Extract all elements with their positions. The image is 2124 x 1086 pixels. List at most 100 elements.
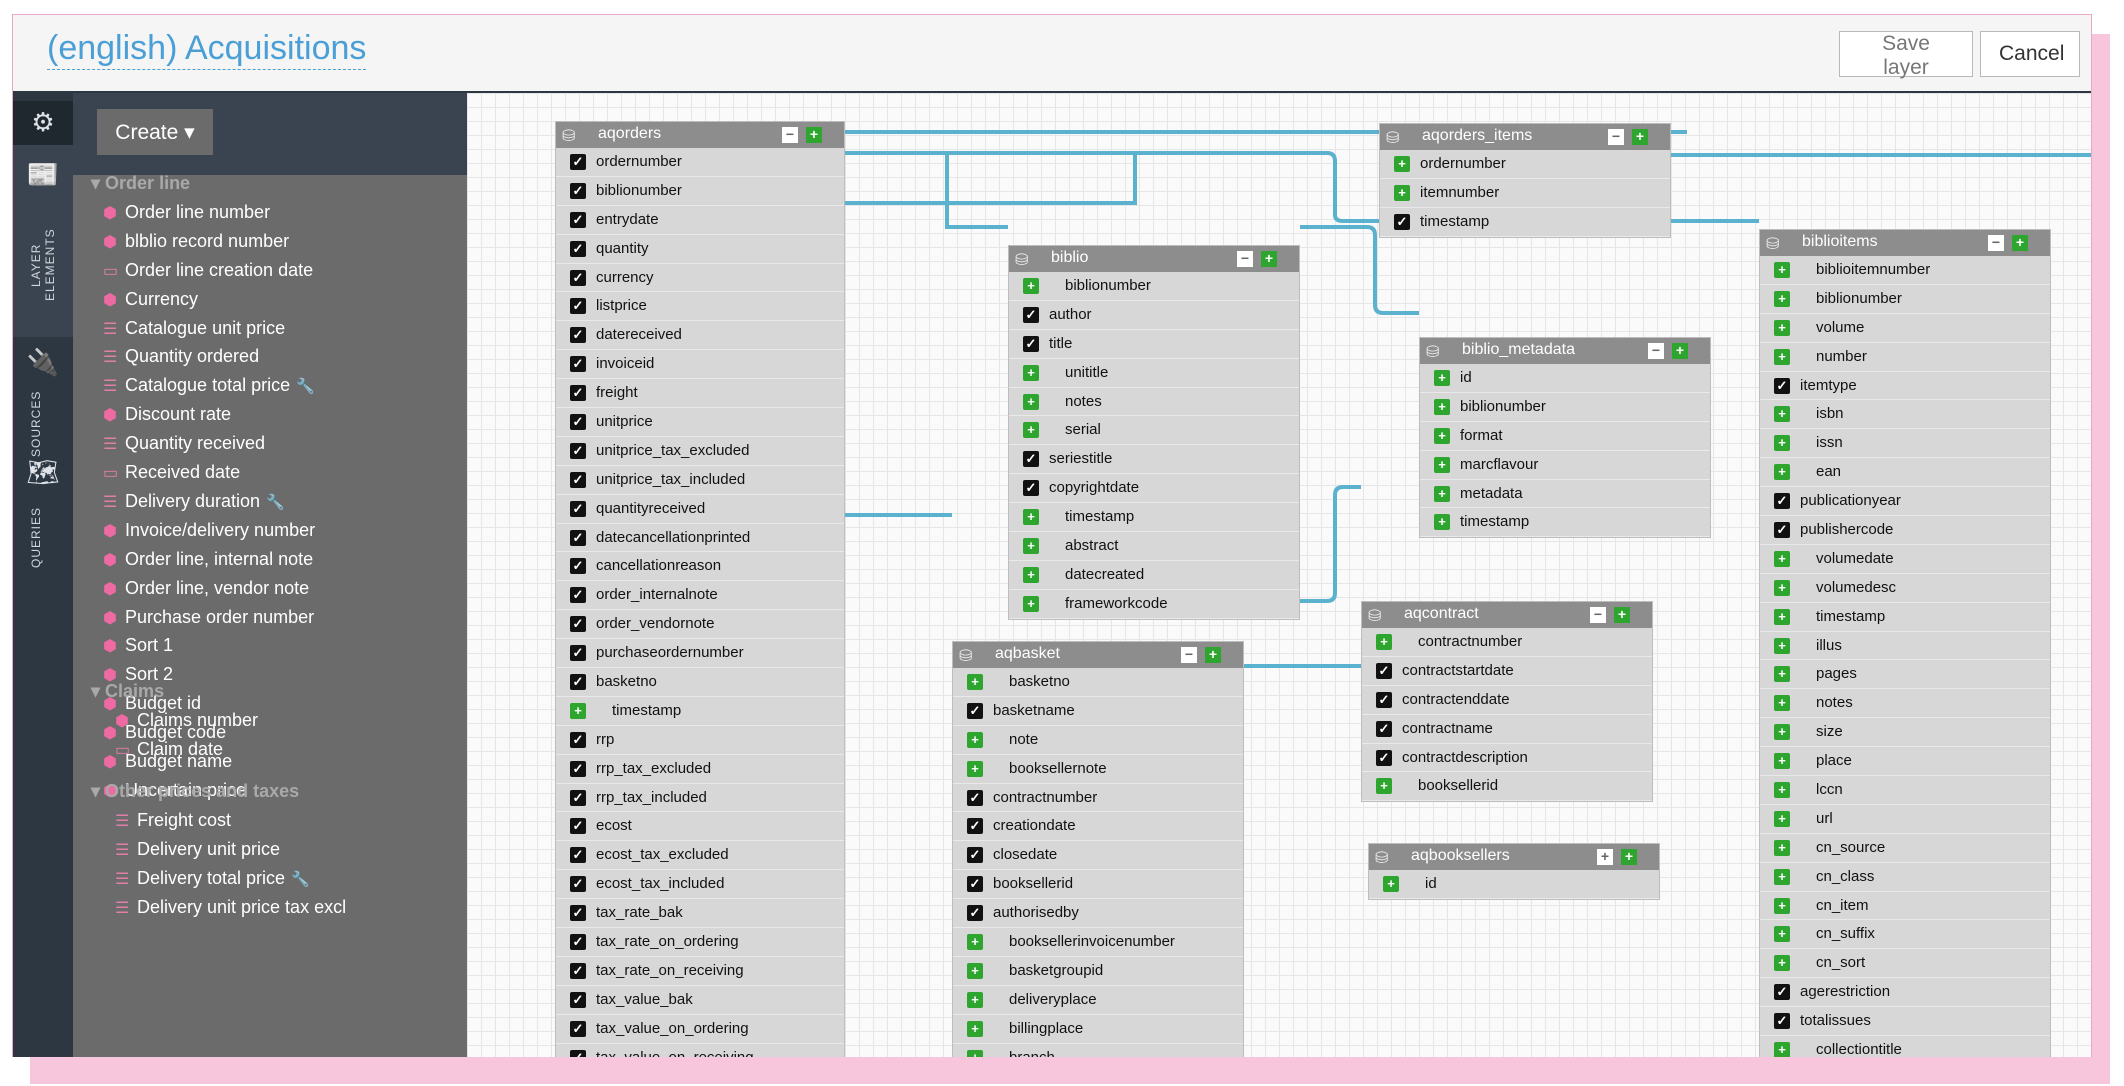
checked-checkbox[interactable]: ✓ (1394, 213, 1410, 230)
table-row[interactable]: +branch (953, 1044, 1243, 1057)
checked-checkbox[interactable]: ✓ (570, 760, 586, 777)
table-row[interactable]: ✓contractnumber (953, 784, 1243, 813)
table-row[interactable]: +volume (1760, 314, 2050, 343)
table-row[interactable]: ✓publicationyear (1760, 487, 2050, 517)
table-row[interactable]: +issn (1760, 429, 2050, 459)
tree-item[interactable]: ▭Claim date (115, 739, 223, 760)
table-row[interactable]: ✓tax_value_on_ordering (556, 1015, 844, 1044)
table-row[interactable]: ✓unitprice_tax_excluded (556, 437, 844, 466)
tree-item[interactable]: ☰Catalogue total price🔧 (103, 375, 315, 396)
tree-item[interactable]: ⬢Currency (103, 289, 198, 310)
add-field-button[interactable]: + (1434, 514, 1450, 531)
checked-checkbox[interactable]: ✓ (570, 616, 586, 633)
tree-section-header[interactable]: ▾ Other prices and taxes (91, 781, 299, 802)
add-field-button[interactable]: + (1376, 778, 1392, 795)
add-field-button[interactable]: + (1023, 393, 1039, 410)
table-row[interactable]: ✓tax_rate_bak (556, 899, 844, 929)
add-all-button[interactable]: + (1614, 607, 1630, 623)
table-header[interactable]: ⛁biblioitems−+ (1760, 230, 2050, 256)
table-row[interactable]: ✓copyrightdate (1009, 474, 1299, 504)
table-aqorders-items[interactable]: ⛁aqorders_items−++ordernumber+itemnumber… (1379, 123, 1671, 238)
table-row[interactable]: ✓ecost_tax_excluded (556, 841, 844, 871)
table-row[interactable]: +note (953, 726, 1243, 755)
checked-checkbox[interactable]: ✓ (1774, 522, 1790, 539)
table-row[interactable]: +biblionumber (1009, 272, 1299, 301)
table-header[interactable]: ⛁aqorders_items−+ (1380, 124, 1670, 150)
table-aqbooksellers[interactable]: ⛁aqbooksellers+++id (1368, 843, 1660, 900)
checked-checkbox[interactable]: ✓ (1376, 691, 1392, 708)
table-row[interactable]: ✓rrp_tax_excluded (556, 755, 844, 784)
add-field-button[interactable]: + (1774, 550, 1790, 567)
checked-checkbox[interactable]: ✓ (570, 269, 586, 286)
table-row[interactable]: +marcflavour (1420, 451, 1710, 480)
table-row[interactable]: ✓order_vendornote (556, 610, 844, 640)
table-row[interactable]: +frameworkcode (1009, 590, 1299, 619)
checked-checkbox[interactable]: ✓ (570, 789, 586, 806)
checked-checkbox[interactable]: ✓ (967, 847, 983, 864)
table-row[interactable]: ✓rrp_tax_included (556, 784, 844, 813)
add-field-button[interactable]: + (1774, 810, 1790, 827)
checked-checkbox[interactable]: ✓ (1774, 984, 1790, 1001)
table-row[interactable]: +basketno (953, 668, 1243, 697)
add-field-button[interactable]: + (1376, 634, 1392, 650)
table-row[interactable]: ✓timestamp (1380, 208, 1670, 237)
checked-checkbox[interactable]: ✓ (570, 847, 586, 864)
checked-checkbox[interactable]: ✓ (967, 818, 983, 835)
checked-checkbox[interactable]: ✓ (570, 471, 586, 488)
tree-item[interactable]: ⬢Budget code (103, 722, 226, 743)
table-aqorders[interactable]: ⛁aqorders−+✓ordernumber✓biblionumber✓ent… (555, 121, 845, 1057)
table-row[interactable]: +number (1760, 343, 2050, 372)
table-row[interactable]: ✓entrydate (556, 206, 844, 235)
tree-item[interactable]: ☰Freight cost (115, 810, 231, 831)
table-row[interactable]: ✓unitprice_tax_included (556, 466, 844, 495)
add-field-button[interactable]: + (1774, 290, 1790, 307)
table-row[interactable]: ✓order_internalnote (556, 581, 844, 611)
checked-checkbox[interactable]: ✓ (570, 327, 586, 344)
checked-checkbox[interactable]: ✓ (570, 298, 586, 315)
schema-canvas[interactable]: ⛁aqorders−+✓ordernumber✓biblionumber✓ent… (467, 93, 2091, 1057)
checked-checkbox[interactable]: ✓ (570, 529, 586, 546)
tree-item[interactable]: ⬢Uncertain price (103, 780, 246, 801)
table-row[interactable]: +cn_sort (1760, 949, 2050, 979)
tree-section-header[interactable]: ▾ Order line (91, 173, 190, 194)
add-field-button[interactable]: + (1383, 876, 1399, 892)
table-header[interactable]: ⛁biblio−+ (1009, 246, 1299, 272)
checked-checkbox[interactable]: ✓ (570, 934, 586, 951)
tree-item[interactable]: ⬢Discount rate (103, 404, 231, 425)
table-row[interactable]: ✓ecost_tax_included (556, 870, 844, 900)
add-all-button[interactable]: + (1672, 343, 1688, 359)
checked-checkbox[interactable]: ✓ (570, 674, 586, 691)
checked-checkbox[interactable]: ✓ (967, 702, 983, 719)
table-header[interactable]: ⛁aqbasket−+ (953, 642, 1243, 668)
table-row[interactable]: +abstract (1009, 532, 1299, 561)
tree-item[interactable]: ☰Catalogue unit price (103, 318, 285, 339)
tree-item[interactable]: ⬢Order line, internal note (103, 549, 313, 570)
add-field-button[interactable]: + (1774, 435, 1790, 452)
checked-checkbox[interactable]: ✓ (570, 154, 586, 170)
checked-checkbox[interactable]: ✓ (570, 558, 586, 575)
collapse-button[interactable]: − (1237, 251, 1253, 267)
table-row[interactable]: +illus (1760, 632, 2050, 661)
add-field-button[interactable]: + (1774, 724, 1790, 741)
add-field-button[interactable]: + (1774, 839, 1790, 856)
add-field-button[interactable]: + (1434, 370, 1450, 386)
checked-checkbox[interactable]: ✓ (570, 876, 586, 893)
add-field-button[interactable]: + (1774, 1042, 1790, 1057)
table-row[interactable]: ✓publishercode (1760, 516, 2050, 545)
table-row[interactable]: ✓ecost (556, 812, 844, 842)
table-row[interactable]: +serial (1009, 416, 1299, 446)
checked-checkbox[interactable]: ✓ (1774, 493, 1790, 510)
add-field-button[interactable]: + (1023, 538, 1039, 555)
table-header[interactable]: ⛁aqbooksellers++ (1369, 844, 1659, 870)
add-field-button[interactable]: + (1023, 509, 1039, 526)
table-row[interactable]: +cn_item (1760, 892, 2050, 921)
add-field-button[interactable]: + (1774, 782, 1790, 799)
table-row[interactable]: ✓itemtype (1760, 372, 2050, 401)
checked-checkbox[interactable]: ✓ (570, 211, 586, 228)
table-row[interactable]: +volumedate (1760, 545, 2050, 574)
table-row[interactable]: ✓tax_value_bak (556, 986, 844, 1015)
table-row[interactable]: +itemnumber (1380, 179, 1670, 208)
tree-item[interactable]: ☰Delivery total price🔧 (115, 868, 310, 889)
checked-checkbox[interactable]: ✓ (570, 991, 586, 1008)
table-row[interactable]: ✓author (1009, 301, 1299, 330)
